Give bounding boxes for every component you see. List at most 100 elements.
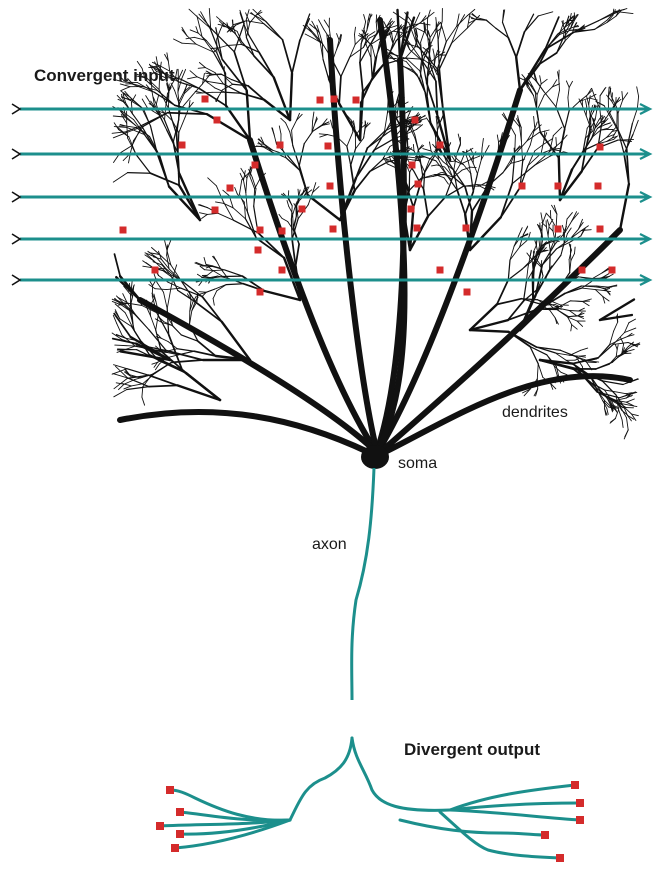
dendrite-branch: [265, 291, 300, 300]
synapse-dot: [408, 206, 415, 213]
dendrite-branch: [544, 87, 552, 95]
dendrite-branch: [142, 99, 147, 108]
dendrite-branch: [296, 244, 300, 266]
dendrite-branch: [457, 190, 465, 214]
dendrite-branch: [240, 10, 244, 22]
dendrite-branch: [534, 116, 535, 128]
dendrite-branch: [305, 34, 313, 38]
dendrite-branch: [541, 79, 547, 84]
dendrite-branch: [608, 125, 612, 128]
dendrite-branch: [538, 12, 553, 16]
synapse-dot: [212, 207, 219, 214]
dendrite-branch: [637, 87, 639, 97]
dendrite-branch: [613, 343, 628, 345]
dendrite-branch: [614, 322, 618, 331]
synapse-dot: [437, 142, 444, 149]
dendrite-branch: [501, 184, 512, 218]
dendrite-branch: [550, 227, 554, 231]
synapse-dot: [412, 117, 419, 124]
dendrite-branch: [128, 173, 151, 174]
dendrite-branch: [199, 63, 205, 68]
dendrite-branch: [113, 173, 127, 183]
output-branch: [450, 810, 580, 820]
dendrite-branch: [354, 121, 355, 127]
dendrite-branch: [620, 184, 629, 230]
dendrite-branch: [279, 214, 282, 218]
dendrite-branch: [538, 364, 543, 378]
dendrite-branch: [471, 173, 474, 191]
output-branch: [400, 820, 545, 835]
dendrite-branch: [376, 22, 377, 32]
dendrite-branch: [618, 100, 623, 113]
dendrite-branch: [234, 23, 244, 52]
dendrite-branch: [625, 430, 628, 437]
dendrite-branch: [572, 325, 578, 330]
dendrite-branch: [421, 31, 425, 42]
dendrite-branch: [508, 260, 510, 280]
dendrite-branch: [503, 163, 511, 172]
dendrite-branch: [570, 252, 571, 261]
dendrite-branch: [619, 410, 623, 420]
synapse-dot: [299, 206, 306, 213]
dendrite-branch: [577, 321, 583, 326]
dendrite-branch: [546, 227, 548, 236]
dendrite-branch: [623, 93, 628, 100]
dendrite-branch: [516, 57, 520, 90]
dendrite-branch: [156, 95, 158, 104]
synapse-dot: [555, 226, 562, 233]
dendrite-branch: [157, 153, 169, 187]
dendrite-branch: [165, 105, 167, 120]
dendrite-branch: [516, 32, 524, 57]
dendrite-branch: [127, 387, 149, 390]
output-terminal: [571, 781, 579, 789]
dendrite-branch: [152, 362, 171, 374]
synapse-dot: [214, 117, 221, 124]
dendrite-branch: [247, 91, 250, 141]
synapse-dot: [464, 289, 471, 296]
dendrite-branch: [178, 351, 194, 355]
dendrite-branch: [172, 360, 203, 362]
synapse-dot: [279, 228, 286, 235]
dendrite-branch: [367, 21, 368, 31]
synapse-dot: [414, 225, 421, 232]
output-terminal: [171, 844, 179, 852]
input-arrow-tail: [12, 104, 20, 114]
dendrite-branch: [557, 310, 569, 317]
dendrite-branch: [556, 138, 557, 146]
dendrite-branch: [432, 165, 437, 166]
dendrite-branch: [115, 345, 136, 346]
synapse-dot: [597, 226, 604, 233]
dendrite-branch: [470, 211, 472, 250]
dendrite-branch: [151, 316, 156, 330]
output-terminal: [576, 799, 584, 807]
dendrite-branch: [124, 380, 135, 385]
dendrite-branch: [406, 47, 416, 58]
dendrite-branch: [146, 96, 151, 104]
dendrite-branch: [519, 228, 522, 236]
dendrite-branch: [213, 299, 214, 306]
dendrite-branch: [166, 288, 181, 289]
dendrite-branch: [156, 313, 159, 330]
dendrite-branch: [175, 69, 177, 78]
dendrite-branch: [431, 32, 436, 43]
dendrite-branch: [520, 234, 527, 238]
output-terminal: [176, 808, 184, 816]
dendrite-branch: [351, 149, 356, 166]
dendrite-branch: [536, 245, 537, 252]
dendrite-branch: [127, 369, 149, 376]
dendrite-branch: [212, 270, 222, 276]
dendrite-branch: [498, 142, 499, 153]
dendrite-branch: [246, 178, 247, 193]
dendrite-branch: [189, 9, 199, 19]
dendrite-branch: [587, 96, 589, 104]
synapse-dot: [330, 226, 337, 233]
dendrite-branch: [546, 213, 551, 218]
dendrite-branch: [575, 247, 576, 253]
dendrite-branch: [310, 24, 317, 30]
dendrite-branch: [570, 355, 579, 356]
dendrite-branch: [199, 292, 206, 293]
dendrite-branch: [473, 174, 477, 192]
dendrite-branch: [482, 139, 483, 149]
dendrites-label: dendrites: [502, 404, 568, 422]
dendrite-branch: [282, 218, 288, 221]
